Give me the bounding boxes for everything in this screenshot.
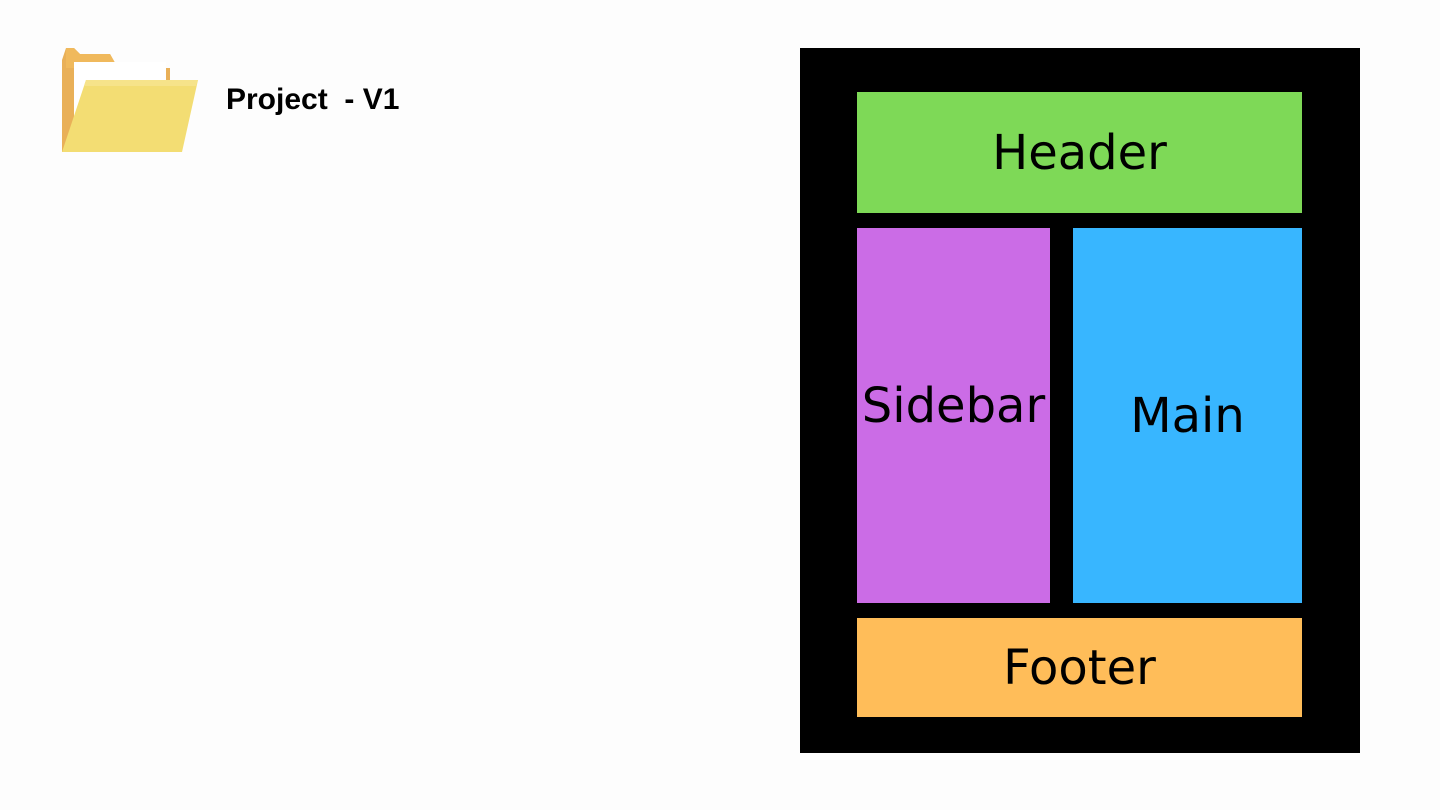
header-label: Header	[992, 124, 1167, 181]
project-title: Project - V1	[226, 83, 400, 116]
main-region: Main	[1073, 228, 1302, 603]
main-label: Main	[1130, 387, 1245, 444]
folder-icon	[62, 48, 198, 152]
sidebar-label: Sidebar	[861, 377, 1046, 434]
footer-region: Footer	[857, 618, 1302, 717]
project-block: Project - V1	[60, 46, 460, 156]
header-region: Header	[857, 92, 1302, 213]
layout-frame: Header Sidebar Main Footer	[800, 48, 1360, 753]
footer-label: Footer	[1003, 639, 1156, 696]
sidebar-region: Sidebar	[857, 228, 1050, 603]
